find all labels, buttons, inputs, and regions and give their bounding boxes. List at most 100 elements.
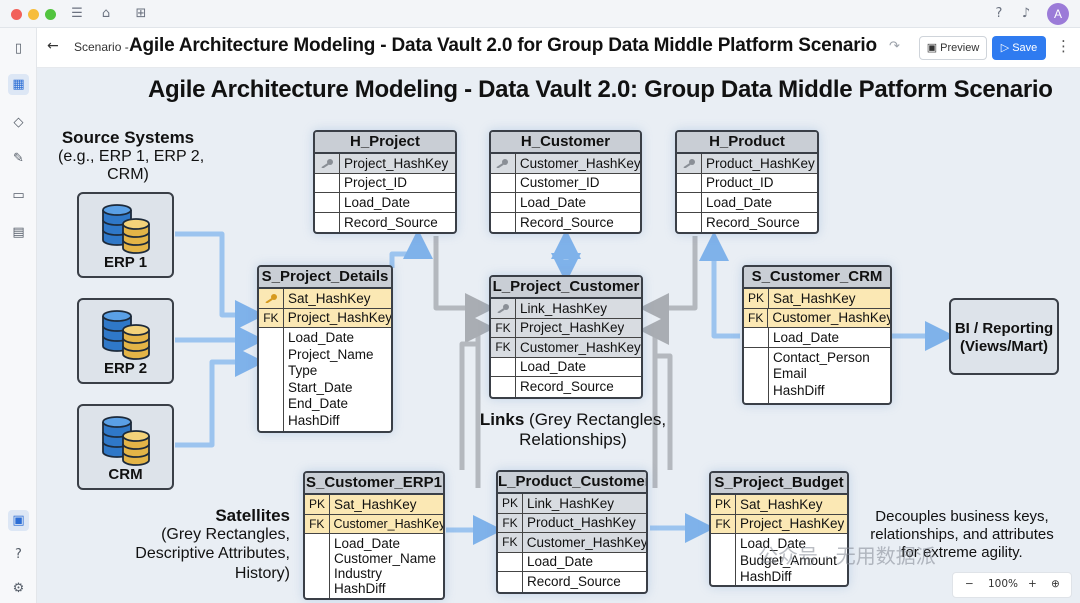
question-icon[interactable]: ? [15,547,22,562]
fk-label: FK [259,308,284,327]
fk-label: FK [491,338,516,357]
entity-row: Load_Date [520,194,587,210]
fk-label: FK [711,514,736,533]
minimize-window-button[interactable] [28,9,39,20]
entity-row: Link_HashKey [527,495,615,511]
more-options-icon[interactable]: ⋮ [1056,37,1071,55]
back-arrow-icon[interactable]: ← [47,38,59,54]
entity-attr: HashDiff [740,569,792,584]
entity-attr: Contact_Person [773,349,870,365]
list-icon[interactable]: ☰ [71,6,83,21]
bi-reporting-box[interactable]: BI / Reporting (Views/Mart) [949,298,1059,375]
left-sidebar: ▯ ▦ ◇ ✎ ▭ ▤ ▣ ? ⚙ [0,28,37,603]
zoom-fit-icon[interactable]: ⊕ [1051,578,1060,590]
help-icon[interactable]: ? [995,6,1003,21]
clipboard-icon[interactable]: ▤ [12,225,25,240]
fk-label: FK [305,514,330,533]
entity-header: H_Project [315,132,455,154]
entity-s-project-details[interactable]: S_Project_Details Sat_HashKey FK Project_… [257,265,393,433]
redo-icon[interactable]: ↷ [889,39,900,54]
document-toolbar: ← Scenario - Agile Architecture Modeling… [37,28,1080,68]
entity-row: Record_Source [520,214,614,230]
save-label: Save [1012,42,1038,54]
entity-header: S_Project_Details [259,267,391,289]
entity-row: Product_HashKey [706,155,815,171]
fk-label: FK [744,308,769,327]
notes-icon[interactable]: ▣ [8,510,29,531]
zoom-in-button[interactable]: + [1028,578,1037,590]
entity-attr: Project_Name [288,346,374,362]
pk-label: PK [305,495,330,514]
entity-row: Project_ID [344,175,408,191]
key-icon [259,289,284,308]
satellites-caption-2: Descriptive Attributes, [135,545,290,562]
entity-attr: Load_Date [740,536,807,551]
entity-h-customer[interactable]: H_Customer Customer_HashKey Customer_ID … [489,130,642,234]
database-icon [102,310,150,360]
bell-icon[interactable]: ♪ [1021,6,1031,21]
database-icon [102,204,150,254]
fk-label: FK [498,513,523,532]
arrow-h-product-to-link [639,236,698,323]
table-icon[interactable]: ▦ [8,74,29,95]
arrow-crm-to-s-project-details [175,347,265,448]
breadcrumb[interactable]: Scenario - [74,40,129,54]
zoom-control: − 100% + ⊕ [952,572,1072,598]
arrow-l-prod-loop-right [654,353,673,470]
close-window-button[interactable] [11,9,22,20]
maximize-window-button[interactable] [45,9,56,20]
source-label: ERP 1 [103,254,148,271]
entity-row: Product_HashKey [527,515,636,531]
arrow-l-prod-to-l-proj-left [465,313,495,488]
home-icon[interactable]: ⌂ [101,6,111,21]
zoom-out-button[interactable]: − [965,578,974,590]
pk-label: PK [744,289,769,308]
diagram-canvas[interactable]: Agile Architecture Modeling - Data Vault… [37,68,1080,603]
source-label: ERP 2 [103,360,148,377]
entity-attr: HashDiff [334,581,386,596]
entity-row: Project_HashKey [520,320,625,336]
entity-h-project[interactable]: H_Project Project_HashKey Project_ID Loa… [313,130,457,234]
source-erp1[interactable]: ERP 1 [77,192,174,278]
entity-h-product[interactable]: H_Product Product_HashKey Product_ID Loa… [675,130,819,234]
bi-label: BI / Reporting [954,320,1054,337]
play-icon: ▷ [1000,42,1013,54]
preview-button[interactable]: ▣ Preview [919,36,987,60]
entity-row: Load_Date [773,329,840,345]
avatar[interactable]: A [1047,3,1069,25]
preview-icon: ▣ [926,42,941,54]
source-erp2[interactable]: ERP 2 [77,298,174,384]
entity-header: H_Product [677,132,817,154]
arrow-l-prod-loop-left [459,341,480,470]
settings-icon[interactable]: ⚙ [12,581,25,596]
entity-attr: Load_Date [288,330,355,345]
entity-row: Load_Date [520,359,587,375]
links-caption: Links (Grey Rectangles, [478,410,668,430]
entity-row: Customer_HashKey [333,516,444,531]
source-crm[interactable]: CRM [77,404,174,490]
pen-icon[interactable]: ✎ [13,151,24,166]
bi-sublabel: (Views/Mart) [959,338,1049,355]
entity-header: S_Project_Budget [711,473,847,495]
arrow-erp1-to-s-project-details [175,231,265,330]
entity-row: Load_Date [527,554,594,570]
chart-icon[interactable]: ▭ [12,188,25,203]
document-icon[interactable]: ▯ [14,41,23,56]
layers-icon[interactable]: ◇ [13,115,24,130]
entity-row: Sat_HashKey [288,290,371,306]
satellites-caption-1: (Grey Rectangles, [161,526,290,543]
preview-label: Preview [940,42,980,54]
entity-row: Sat_HashKey [334,496,417,512]
save-button[interactable]: ▷ Save [992,36,1046,60]
links-caption-2: Relationships) [519,430,627,449]
new-page-icon[interactable]: ⊞ [135,6,147,21]
entity-header: L_Product_Customer [498,472,646,494]
entity-row: Customer_ID [520,175,600,191]
entity-row: Record_Source [527,574,621,590]
entity-attr: HashDiff [773,382,825,398]
